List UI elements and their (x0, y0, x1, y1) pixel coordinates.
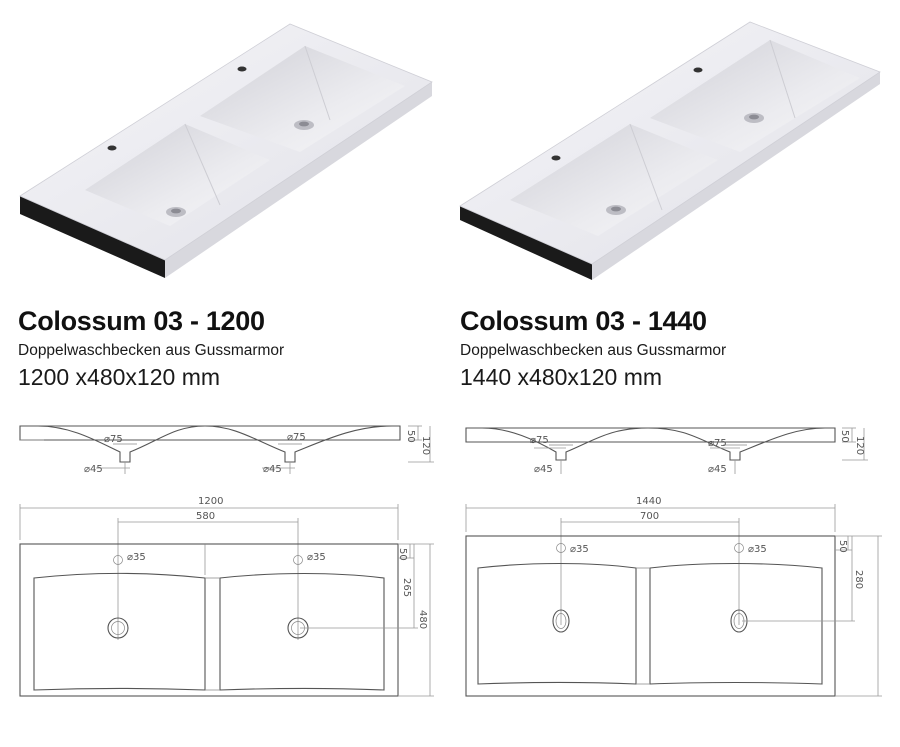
plan-view: 1440 700 ⌀35 ⌀35 50 280 (465, 496, 882, 697)
section-view: ⌀75 ⌀75 ⌀45 ⌀45 50 120 (19, 425, 434, 475)
drain-offset-label: 280 (853, 570, 864, 589)
product-title: Colossum 03 - 1200 (18, 306, 265, 336)
product-dimensions: 1440 x480x120 mm (460, 364, 663, 390)
depth-label: 480 (417, 610, 428, 629)
tap-hole-label: ⌀35 (570, 544, 589, 555)
outlet-diameter-label: ⌀75 (530, 435, 549, 446)
product-subtitle: Doppelwaschbecken aus Gussmarmor (18, 342, 285, 359)
drain-spacing-label: 700 (640, 511, 659, 522)
outlet-diameter-label: ⌀75 (708, 438, 727, 449)
rim-depth-label: 50 (397, 548, 408, 561)
product-dimensions: 1200 x480x120 mm (18, 364, 221, 390)
outlet-diameter-label: ⌀75 (104, 434, 123, 445)
width-label: 1200 (198, 496, 223, 507)
sink-render-1440 (459, 21, 881, 280)
drain-offset-label: 265 (401, 578, 412, 597)
tap-hole-label: ⌀35 (307, 552, 326, 563)
total-height-label: 120 (420, 436, 431, 455)
product-title: Colossum 03 - 1440 (460, 306, 707, 336)
width-label: 1440 (636, 496, 661, 507)
drain-spacing-label: 580 (196, 511, 215, 522)
tap-hole-label: ⌀35 (748, 544, 767, 555)
rim-depth-label: 50 (837, 540, 848, 553)
rim-height-label: 50 (405, 430, 416, 443)
drain-diameter-label: ⌀45 (708, 464, 727, 475)
total-height-label: 120 (854, 436, 865, 455)
tap-hole-label: ⌀35 (127, 552, 146, 563)
technical-drawing-1200: ⌀75 ⌀75 ⌀45 ⌀45 50 120 1200 580 (19, 425, 434, 697)
outlet-diameter-label: ⌀75 (287, 432, 306, 443)
rim-height-label: 50 (839, 430, 850, 443)
product-panel-1440: Colossum 03 - 1440 Doppelwaschbecken aus… (450, 0, 900, 747)
sink-render-1200 (19, 23, 433, 278)
drain-diameter-label: ⌀45 (263, 464, 282, 475)
product-subtitle: Doppelwaschbecken aus Gussmarmor (460, 342, 727, 359)
section-view: ⌀75 ⌀75 ⌀45 ⌀45 50 120 (465, 427, 868, 475)
product-panel-1200: Colossum 03 - 1200 Doppelwaschbecken aus… (18, 23, 434, 697)
plan-view: 1200 580 ⌀35 ⌀35 50 265 480 (19, 496, 434, 697)
drain-diameter-label: ⌀45 (84, 464, 103, 475)
drain-diameter-label: ⌀45 (534, 464, 553, 475)
technical-drawing-1440: ⌀75 ⌀75 ⌀45 ⌀45 50 120 1440 700 (465, 427, 882, 697)
